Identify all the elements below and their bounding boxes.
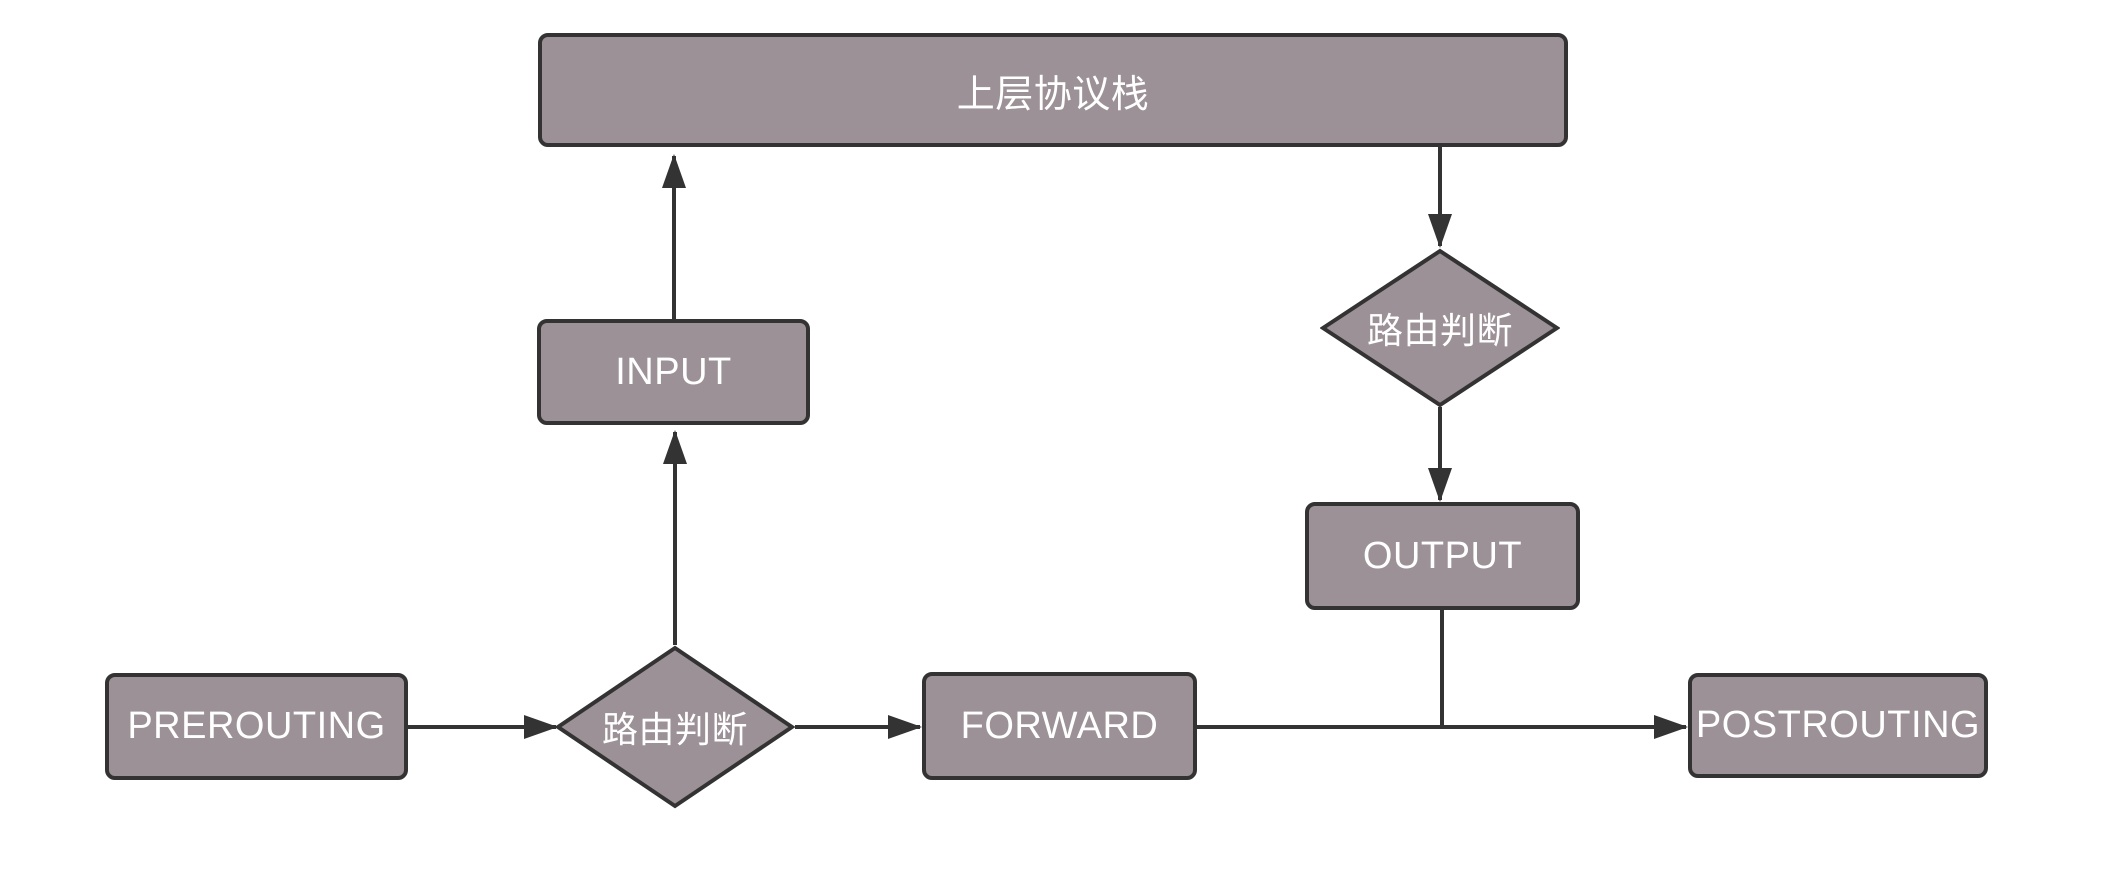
diamond-shape: [555, 645, 795, 809]
node-routing-decision-top: 路由判断: [1320, 248, 1560, 408]
diamond-shape: [1320, 248, 1560, 408]
node-forward: FORWARD: [922, 672, 1197, 780]
node-prerouting: PREROUTING: [105, 673, 408, 780]
node-prerouting-label: PREROUTING: [127, 705, 386, 747]
node-input: INPUT: [537, 319, 810, 425]
node-routing-decision-bottom-label: 路由判断: [601, 709, 748, 750]
node-postrouting-label: POSTROUTING: [1695, 704, 1981, 746]
node-routing-decision-bottom: 路由判断: [555, 645, 795, 809]
node-output: OUTPUT: [1305, 502, 1580, 610]
node-input-label: INPUT: [615, 350, 732, 393]
node-protocol-stack-label: 上层协议栈: [956, 73, 1150, 116]
diamond-polygon: [555, 645, 795, 809]
diamond-polygon: [1320, 248, 1560, 408]
node-protocol-stack: 上层协议栈: [538, 33, 1568, 147]
node-postrouting: POSTROUTING: [1688, 673, 1988, 778]
node-forward-label: FORWARD: [960, 704, 1159, 747]
node-output-label: OUTPUT: [1362, 534, 1523, 577]
node-routing-decision-top-label: 路由判断: [1366, 310, 1513, 351]
